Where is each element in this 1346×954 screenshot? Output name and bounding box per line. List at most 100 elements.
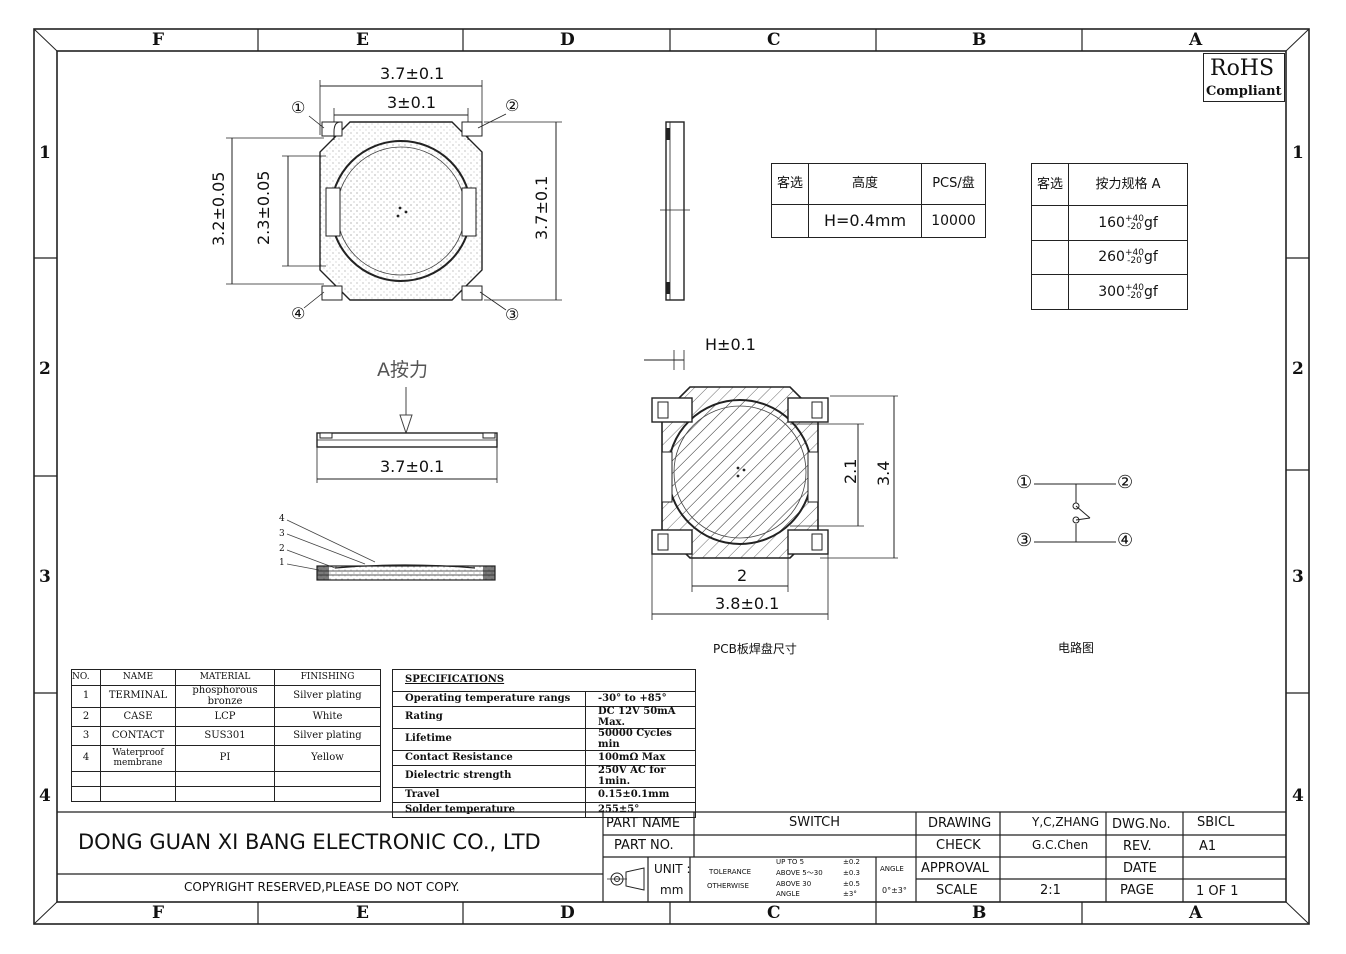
zone-right-4: 4 xyxy=(1292,786,1304,806)
tol-range: UP TO 5 xyxy=(776,858,805,866)
zone-bottom-c: C xyxy=(767,903,781,923)
zone-bottom-d: D xyxy=(560,903,575,923)
rohs-title: RoHS xyxy=(1210,56,1275,81)
force-table-header: 客选 xyxy=(1031,163,1069,206)
tol-range: ANGLE xyxy=(776,890,800,898)
force-unit: gf xyxy=(1143,249,1158,266)
force-table-empty xyxy=(1031,205,1069,241)
zone-left-4: 4 xyxy=(39,786,51,806)
side-view-width-dim: 3.7±0.1 xyxy=(380,457,445,476)
bom-cell: Yellow xyxy=(274,745,381,772)
drawing-value: Y,C,ZHANG xyxy=(1032,815,1100,829)
pcb-height-dim: H±0.1 xyxy=(705,335,756,354)
specs-table: SPECIFICATIONS Operating temperature ran… xyxy=(392,669,696,818)
zone-left-1: 1 xyxy=(39,143,51,163)
zone-left-3: 3 xyxy=(39,567,51,587)
spec-value: 50000 Cycles min xyxy=(585,728,696,751)
otherwise-label: OTHERWISE xyxy=(707,882,749,890)
pcb-caption: PCB板焊盘尺寸 xyxy=(713,642,797,656)
bom-table: NO. NAME MATERIAL FINISHING 1 TERMINAL p… xyxy=(71,669,381,802)
tol-range: ABOVE 5～30 xyxy=(776,869,823,877)
scale-label: SCALE xyxy=(936,883,978,898)
circuit-pin-1: ① xyxy=(1016,472,1033,493)
scale-value: 2:1 xyxy=(1040,883,1061,898)
company-name: DONG GUAN XI BANG ELECTRONIC CO., LTD xyxy=(78,830,541,854)
zone-right-3: 3 xyxy=(1292,567,1304,587)
part-name-label: PART NAME xyxy=(606,816,681,831)
circuit-diagram xyxy=(1034,483,1116,543)
page-value: 1 OF 1 xyxy=(1196,884,1239,899)
rev-value: A1 xyxy=(1199,839,1217,854)
zone-bottom-f: F xyxy=(152,903,165,923)
exploded-view-drawing xyxy=(286,519,496,581)
exploded-label-2: 2 xyxy=(279,544,285,554)
bom-cell: PI xyxy=(175,745,275,772)
pcb-footprint-drawing xyxy=(644,350,898,620)
side-view-force-label: A按力 xyxy=(377,359,428,381)
circuit-pin-3: ③ xyxy=(1016,530,1033,551)
circuit-pin-4: ④ xyxy=(1117,530,1134,551)
copyright-notice: COPYRIGHT RESERVED,PLEASE DO NOT COPY. xyxy=(184,880,460,894)
rohs-subtitle: Compliant xyxy=(1206,84,1282,99)
zone-left-2: 2 xyxy=(39,359,51,379)
side-profile-drawing xyxy=(660,121,690,301)
force-sub: -20 xyxy=(1127,221,1142,232)
force-sup: +40 xyxy=(1124,248,1144,259)
zone-top-f: F xyxy=(152,30,165,50)
zone-bottom-b: B xyxy=(972,903,987,923)
tol-value: ±3° xyxy=(843,890,857,898)
angle-value: 0°±3° xyxy=(882,886,907,895)
check-label: CHECK xyxy=(936,838,981,853)
exploded-label-4: 4 xyxy=(279,514,285,524)
page-label: PAGE xyxy=(1120,883,1154,898)
part-no-label: PART NO. xyxy=(614,838,674,853)
dwg-no-value: SBICL xyxy=(1197,815,1235,830)
spec-value: 255±5° xyxy=(585,802,696,818)
tol-value: ±0.2 xyxy=(843,858,860,866)
spec-value: -30° to +85° xyxy=(585,691,696,707)
circuit-pin-2: ② xyxy=(1117,472,1134,493)
part-name-value: SWITCH xyxy=(789,815,840,830)
zone-top-b: B xyxy=(972,30,987,50)
tolerance-label: TOLERANCE xyxy=(709,868,752,876)
force-sub: -20 xyxy=(1127,291,1142,302)
top-view-pin-1: ① xyxy=(291,98,306,117)
height-table-cell xyxy=(771,204,809,238)
check-value: G.C.Chen xyxy=(1032,838,1089,852)
height-table-cell: 10000 xyxy=(921,204,986,238)
exploded-label-1: 1 xyxy=(279,558,285,568)
circuit-caption: 电路图 xyxy=(1058,641,1095,655)
pcb-outer-horizontal-dim: 3.8±0.1 xyxy=(715,594,780,613)
zone-bottom-e: E xyxy=(356,903,369,923)
force-unit: gf xyxy=(1143,284,1158,301)
top-view-pin-3: ③ xyxy=(505,305,520,324)
date-label: DATE xyxy=(1123,861,1157,876)
rev-label: REV. xyxy=(1123,839,1152,854)
top-view-width-outer: 3.7±0.1 xyxy=(380,64,445,83)
height-table: 客选 高度 PCS/盘 H=0.4mm 10000 xyxy=(771,163,986,238)
force-base: 260 xyxy=(1098,249,1125,266)
zone-right-1: 1 xyxy=(1292,143,1304,163)
zone-bottom-a: A xyxy=(1189,903,1203,923)
tol-value: ±0.5 xyxy=(843,880,860,888)
force-sup: +40 xyxy=(1124,213,1144,224)
zone-top-e: E xyxy=(356,30,369,50)
top-view-drawing xyxy=(226,80,562,311)
angle-label: ANGLE xyxy=(880,865,904,873)
side-view-drawing xyxy=(316,387,498,483)
dwg-no-label: DWG.No. xyxy=(1112,817,1171,832)
approval-label: APPROVAL xyxy=(921,861,989,876)
force-base: 160 xyxy=(1098,214,1125,231)
zone-top-c: C xyxy=(767,30,781,50)
tol-value: ±0.3 xyxy=(843,869,860,877)
unit-label: UNIT : xyxy=(654,862,691,876)
force-base: 300 xyxy=(1098,284,1125,301)
pcb-inner-horizontal-dim: 2 xyxy=(737,566,748,585)
tol-range: ABOVE 30 xyxy=(776,880,812,888)
